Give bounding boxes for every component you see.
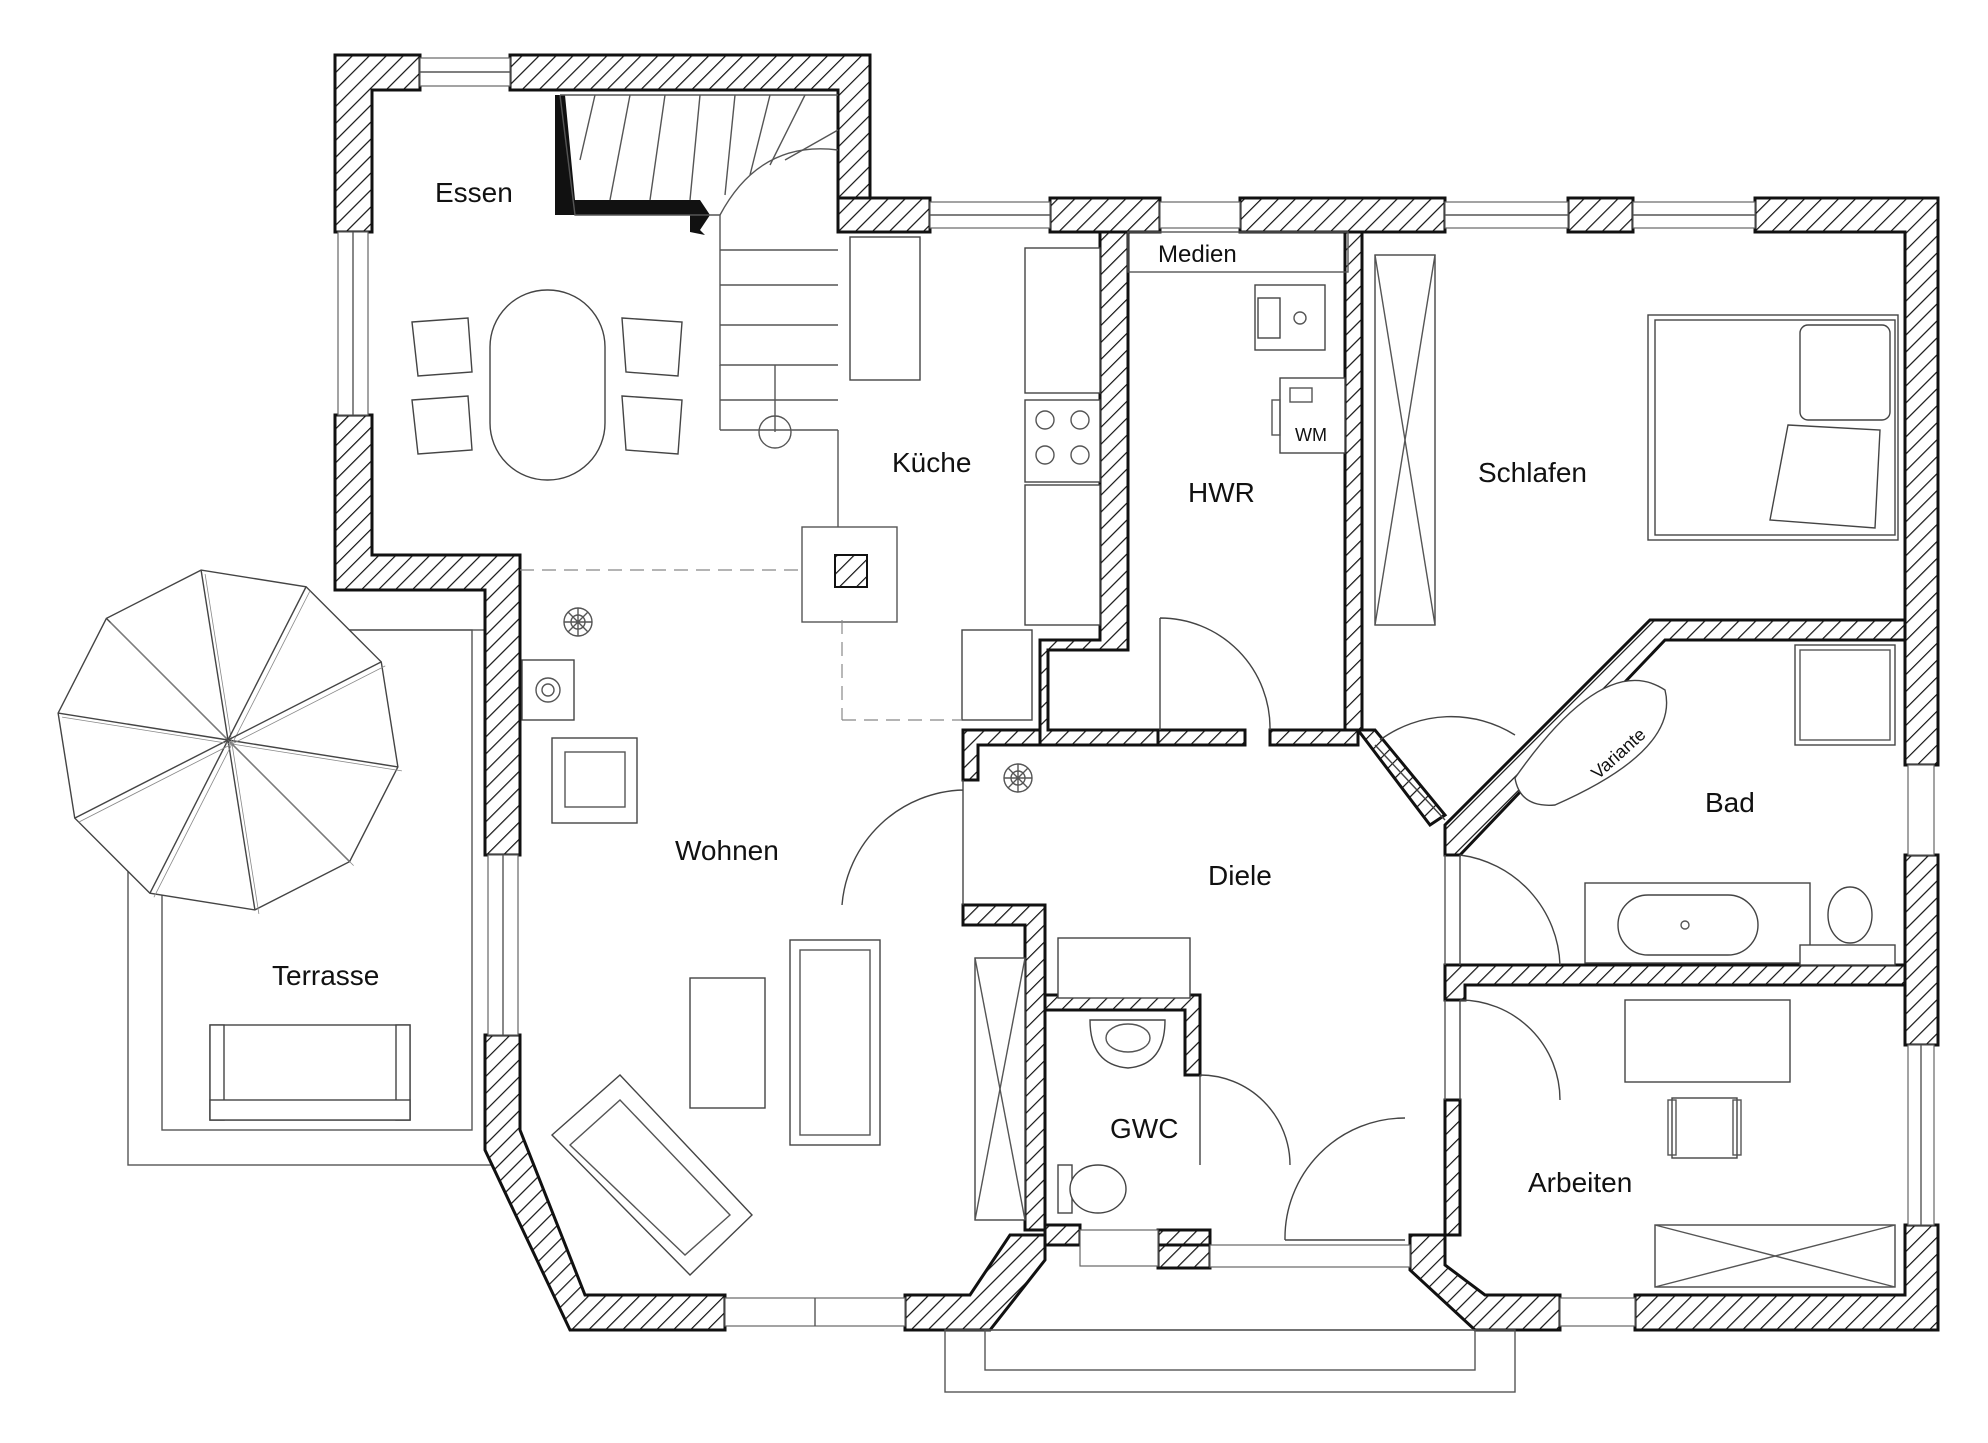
room-labels: Essen Küche Medien HWR WM Schlafen Bad V… — [272, 177, 1755, 1198]
parasol-icon — [57, 569, 402, 914]
room-label-kueche: Küche — [892, 447, 971, 478]
plant-icon — [563, 607, 593, 637]
bathroom — [1459, 644, 1896, 966]
hallway — [1057, 855, 1446, 1241]
room-label-medien: Medien — [1158, 241, 1237, 268]
room-label-hwr: HWR — [1188, 477, 1255, 508]
windows — [337, 57, 1935, 1393]
guest-wc — [1057, 1019, 1291, 1214]
living-room — [521, 607, 1033, 1276]
room-label-diele: Diele — [1208, 860, 1272, 891]
room-label-bad: Bad — [1705, 787, 1755, 818]
appliance-label-wm: WM — [1295, 425, 1327, 445]
terrace — [127, 629, 499, 1166]
room-label-arbeiten: Arbeiten — [1528, 1167, 1632, 1198]
room-label-essen: Essen — [435, 177, 513, 208]
bedroom — [1374, 254, 1899, 821]
utility-room — [1127, 231, 1349, 731]
room-label-gwc: GWC — [1110, 1113, 1178, 1144]
room-label-terrasse: Terrasse — [272, 960, 379, 991]
office — [1459, 999, 1896, 1288]
kitchen — [520, 236, 1101, 721]
room-label-schlafen: Schlafen — [1478, 457, 1587, 488]
dining-table — [411, 289, 683, 481]
room-label-wohnen: Wohnen — [675, 835, 779, 866]
walls — [333, 53, 1940, 1332]
staircase — [559, 94, 839, 449]
plant-icon — [1003, 763, 1033, 793]
